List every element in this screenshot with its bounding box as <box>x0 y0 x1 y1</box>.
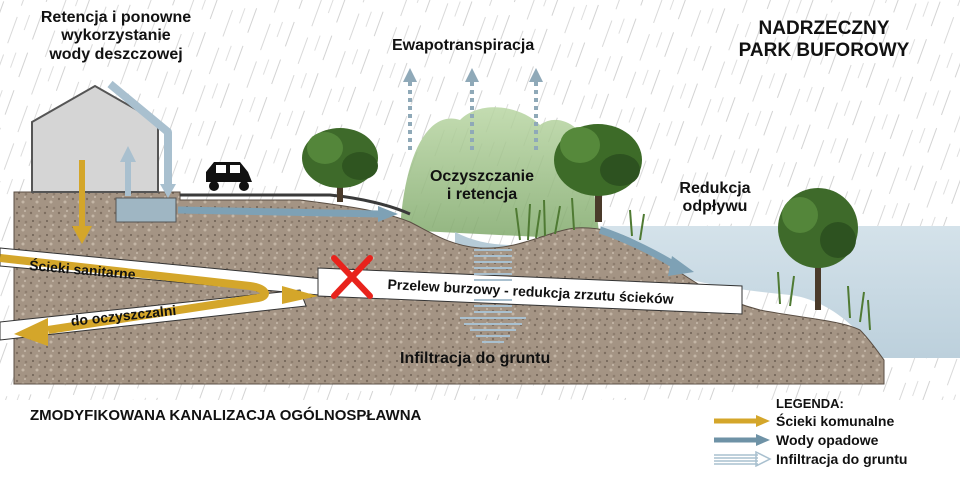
reeds <box>515 197 871 331</box>
roof-downspout <box>107 80 172 186</box>
storm-flow-channel <box>177 206 381 218</box>
sewage-arrow-icon <box>714 415 770 427</box>
evapotranspiration-arrows <box>408 80 538 150</box>
reuse-arrowhead <box>120 146 136 162</box>
park-title-line-2: PARK BUFOROWY <box>738 39 910 61</box>
legend-item-sewage: Ścieki komunalne <box>712 413 952 433</box>
runoff-label-line-1: Redukcja <box>679 180 751 197</box>
storm-flow-arrowhead <box>378 206 398 222</box>
legend-label-infiltration: Infiltracja do gruntu <box>776 451 908 467</box>
overflow-blocked-cross <box>331 255 373 299</box>
runoff-label-line-2: odpływu <box>682 198 748 216</box>
sewage-flow <box>0 254 269 334</box>
retention-label-line-2: wykorzystanie <box>61 27 171 45</box>
stormwater-arrow-icon <box>714 434 770 446</box>
storage-tank <box>115 197 177 223</box>
retention-label-line-3: wody deszczowej <box>49 45 183 63</box>
footer-caption: ZMODYFIKOWANA KANALIZACJA OGÓLNOSPŁAWNA <box>30 407 422 424</box>
cleaning-label-line-1: Oczyszczanie <box>429 168 535 185</box>
legend-label-stormwater: Wody opadowe <box>776 432 879 448</box>
infiltration-arrow <box>460 249 526 343</box>
cleaning-label: Oczyszczanie i retencja <box>410 168 554 205</box>
sewage-arrowhead <box>14 318 48 346</box>
sewage-arrowhead-right <box>282 286 318 304</box>
evapotranspiration-arrowheads <box>403 68 543 82</box>
runoff-arrowhead <box>668 256 694 276</box>
tree-right <box>778 188 858 310</box>
house-sewage-arrowhead <box>72 226 92 244</box>
cleaning-label-line-2: i retencja <box>446 186 518 204</box>
evapotranspiration-label: Ewapotranspiracja <box>392 37 535 54</box>
park-title: NADRZECZNY PARK BUFOROWY <box>712 18 936 62</box>
tree-left <box>302 128 378 202</box>
legend-item-infiltration: Infiltracja do gruntu <box>712 451 952 471</box>
road-surface <box>180 193 411 216</box>
retention-label: Retencja i ponowne wykorzystanie wody de… <box>18 9 214 64</box>
overflow-pipe <box>317 267 743 315</box>
car-icon <box>206 162 252 191</box>
infiltration-arrow-icon <box>714 451 772 467</box>
downspout-arrowhead <box>160 184 176 198</box>
park-title-line-1: NADRZECZNY <box>758 18 890 39</box>
legend-label-sewage: Ścieki komunalne <box>776 413 895 429</box>
background-forest <box>400 107 600 241</box>
retention-label-line-1: Retencja i ponowne <box>40 9 192 26</box>
tree-center <box>554 124 642 222</box>
infiltration-label: Infiltracja do gruntu <box>400 350 551 367</box>
legend-item-stormwater: Wody opadowe <box>712 432 952 452</box>
runoff-label: Redukcja odpływu <box>660 180 770 217</box>
legend-title: LEGENDA: <box>776 396 844 411</box>
